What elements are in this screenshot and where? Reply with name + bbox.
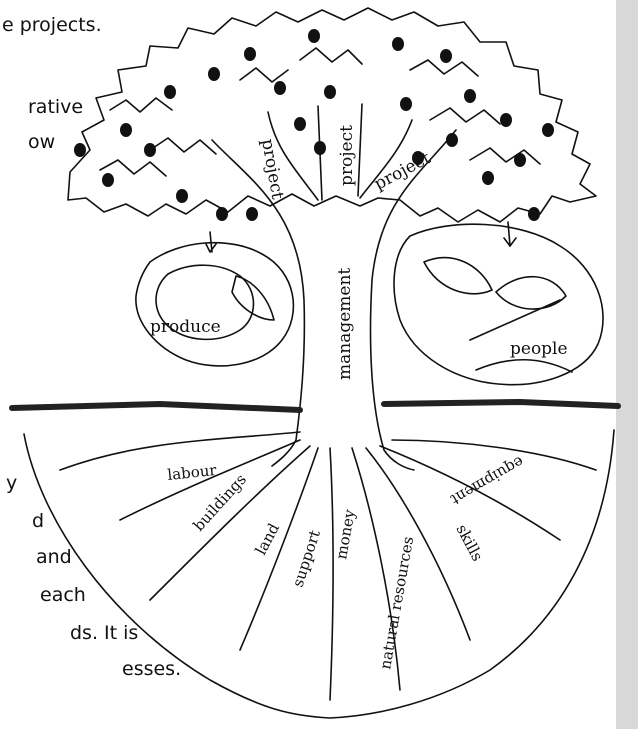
- root-label-labour: labour: [167, 461, 219, 484]
- produce-bubble: [136, 243, 294, 366]
- branch-label-center: project: [337, 125, 357, 186]
- root-label-natural-resources: natural resources: [376, 535, 417, 671]
- canopy-outline: [68, 8, 596, 222]
- ground-line: [12, 402, 618, 410]
- root-boundary: [24, 430, 614, 718]
- people-bubble: [394, 224, 603, 384]
- branch-label-left: project: [257, 137, 287, 201]
- root-label-equipment: equipment: [448, 453, 527, 509]
- produce-label: produce: [150, 317, 221, 337]
- root-label-skills: skills: [452, 521, 486, 564]
- root-label-money: money: [332, 508, 359, 561]
- canopy-fruits: [74, 29, 554, 221]
- root-label-land: land: [252, 520, 284, 558]
- trunk-left: [212, 140, 304, 466]
- branch-label-right: project: [371, 148, 434, 194]
- trunk-label: management: [335, 268, 355, 380]
- root-label-support: support: [289, 528, 324, 589]
- people-label: people: [510, 339, 568, 359]
